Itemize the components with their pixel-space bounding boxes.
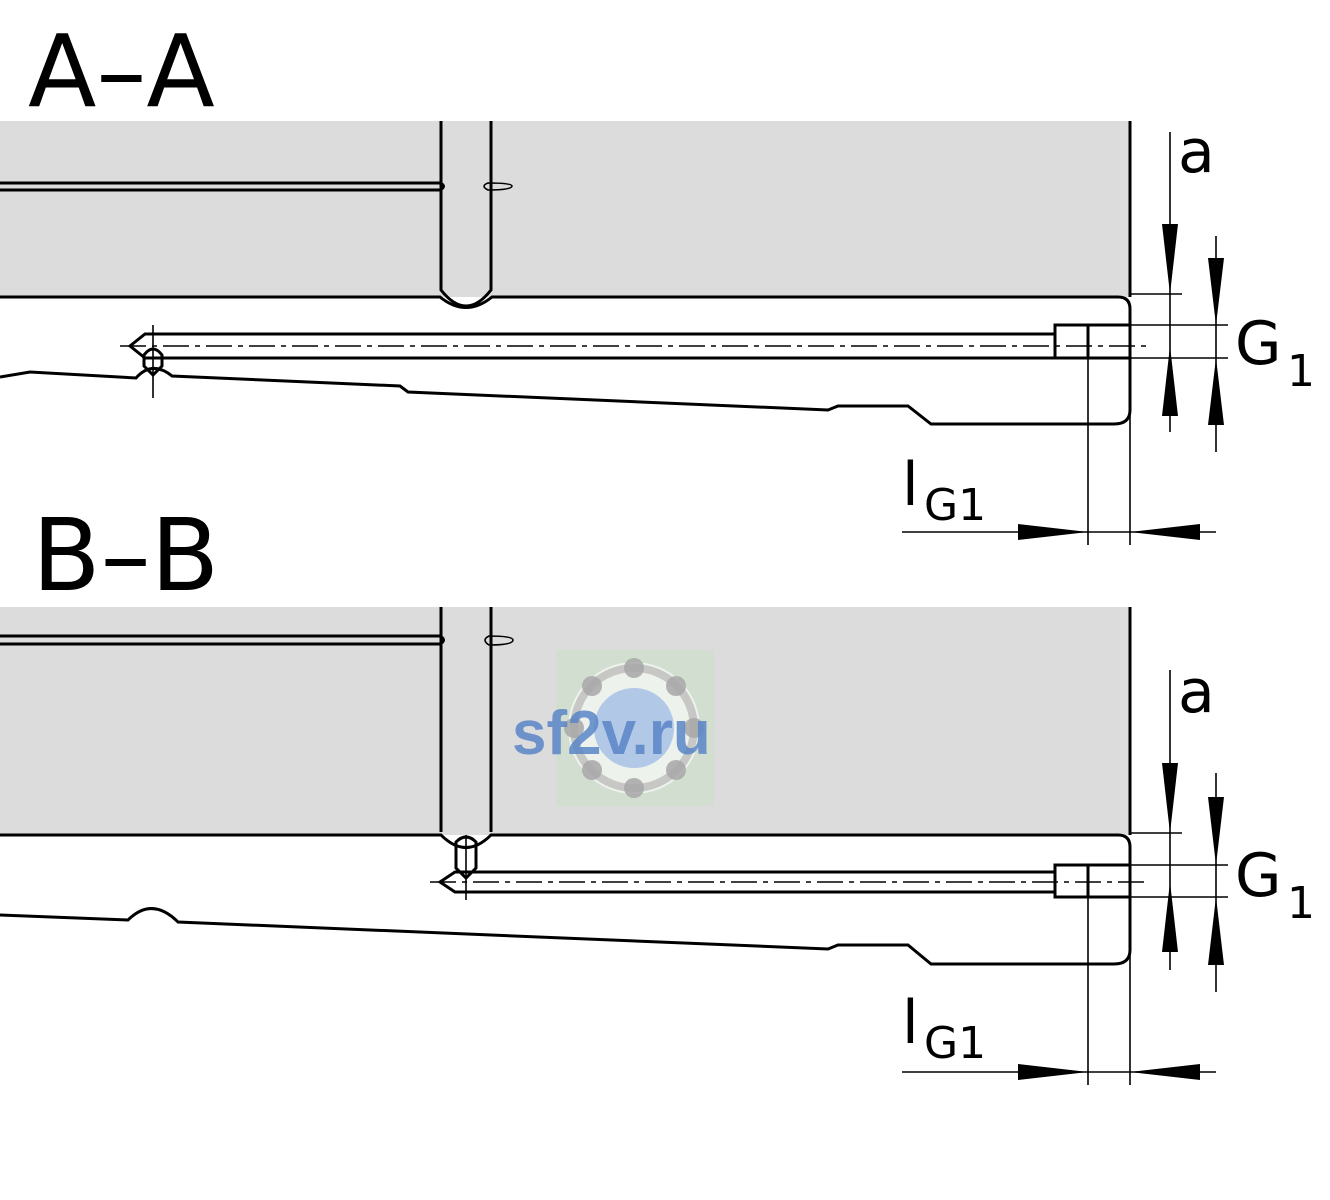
rail-profile-a — [0, 295, 1132, 426]
dim-g-sub-b: 1 — [1287, 878, 1315, 929]
section-a-a: A–A a G 1 — [0, 13, 1315, 545]
carriage-body-a — [0, 121, 1130, 297]
lube-bore-a — [127, 332, 1057, 360]
dim-g-label-b: G — [1235, 841, 1282, 911]
section-b-b: B–B a G 1 l G1 — [0, 497, 1315, 1085]
dim-g-sub-a: 1 — [1287, 346, 1315, 397]
section-b-b-title: B–B — [32, 497, 219, 614]
dim-l-sub-a: G1 — [924, 480, 986, 531]
watermark: sf2v.ru — [512, 650, 714, 806]
section-a-a-title: A–A — [28, 13, 215, 130]
dim-g-label-a: G — [1235, 309, 1282, 379]
bearing-logo-icon — [594, 688, 674, 768]
dim-a-label-a: a — [1178, 117, 1215, 187]
watermark-text: sf2v.ru — [512, 699, 711, 768]
lube-bore-b — [437, 870, 1057, 894]
dim-l-label-b: l — [902, 988, 919, 1058]
rail-profile-b — [0, 833, 1132, 966]
dim-l-label-a: l — [902, 450, 919, 520]
dim-a-label-b: a — [1178, 657, 1215, 727]
dim-l-sub-b: G1 — [924, 1018, 986, 1069]
